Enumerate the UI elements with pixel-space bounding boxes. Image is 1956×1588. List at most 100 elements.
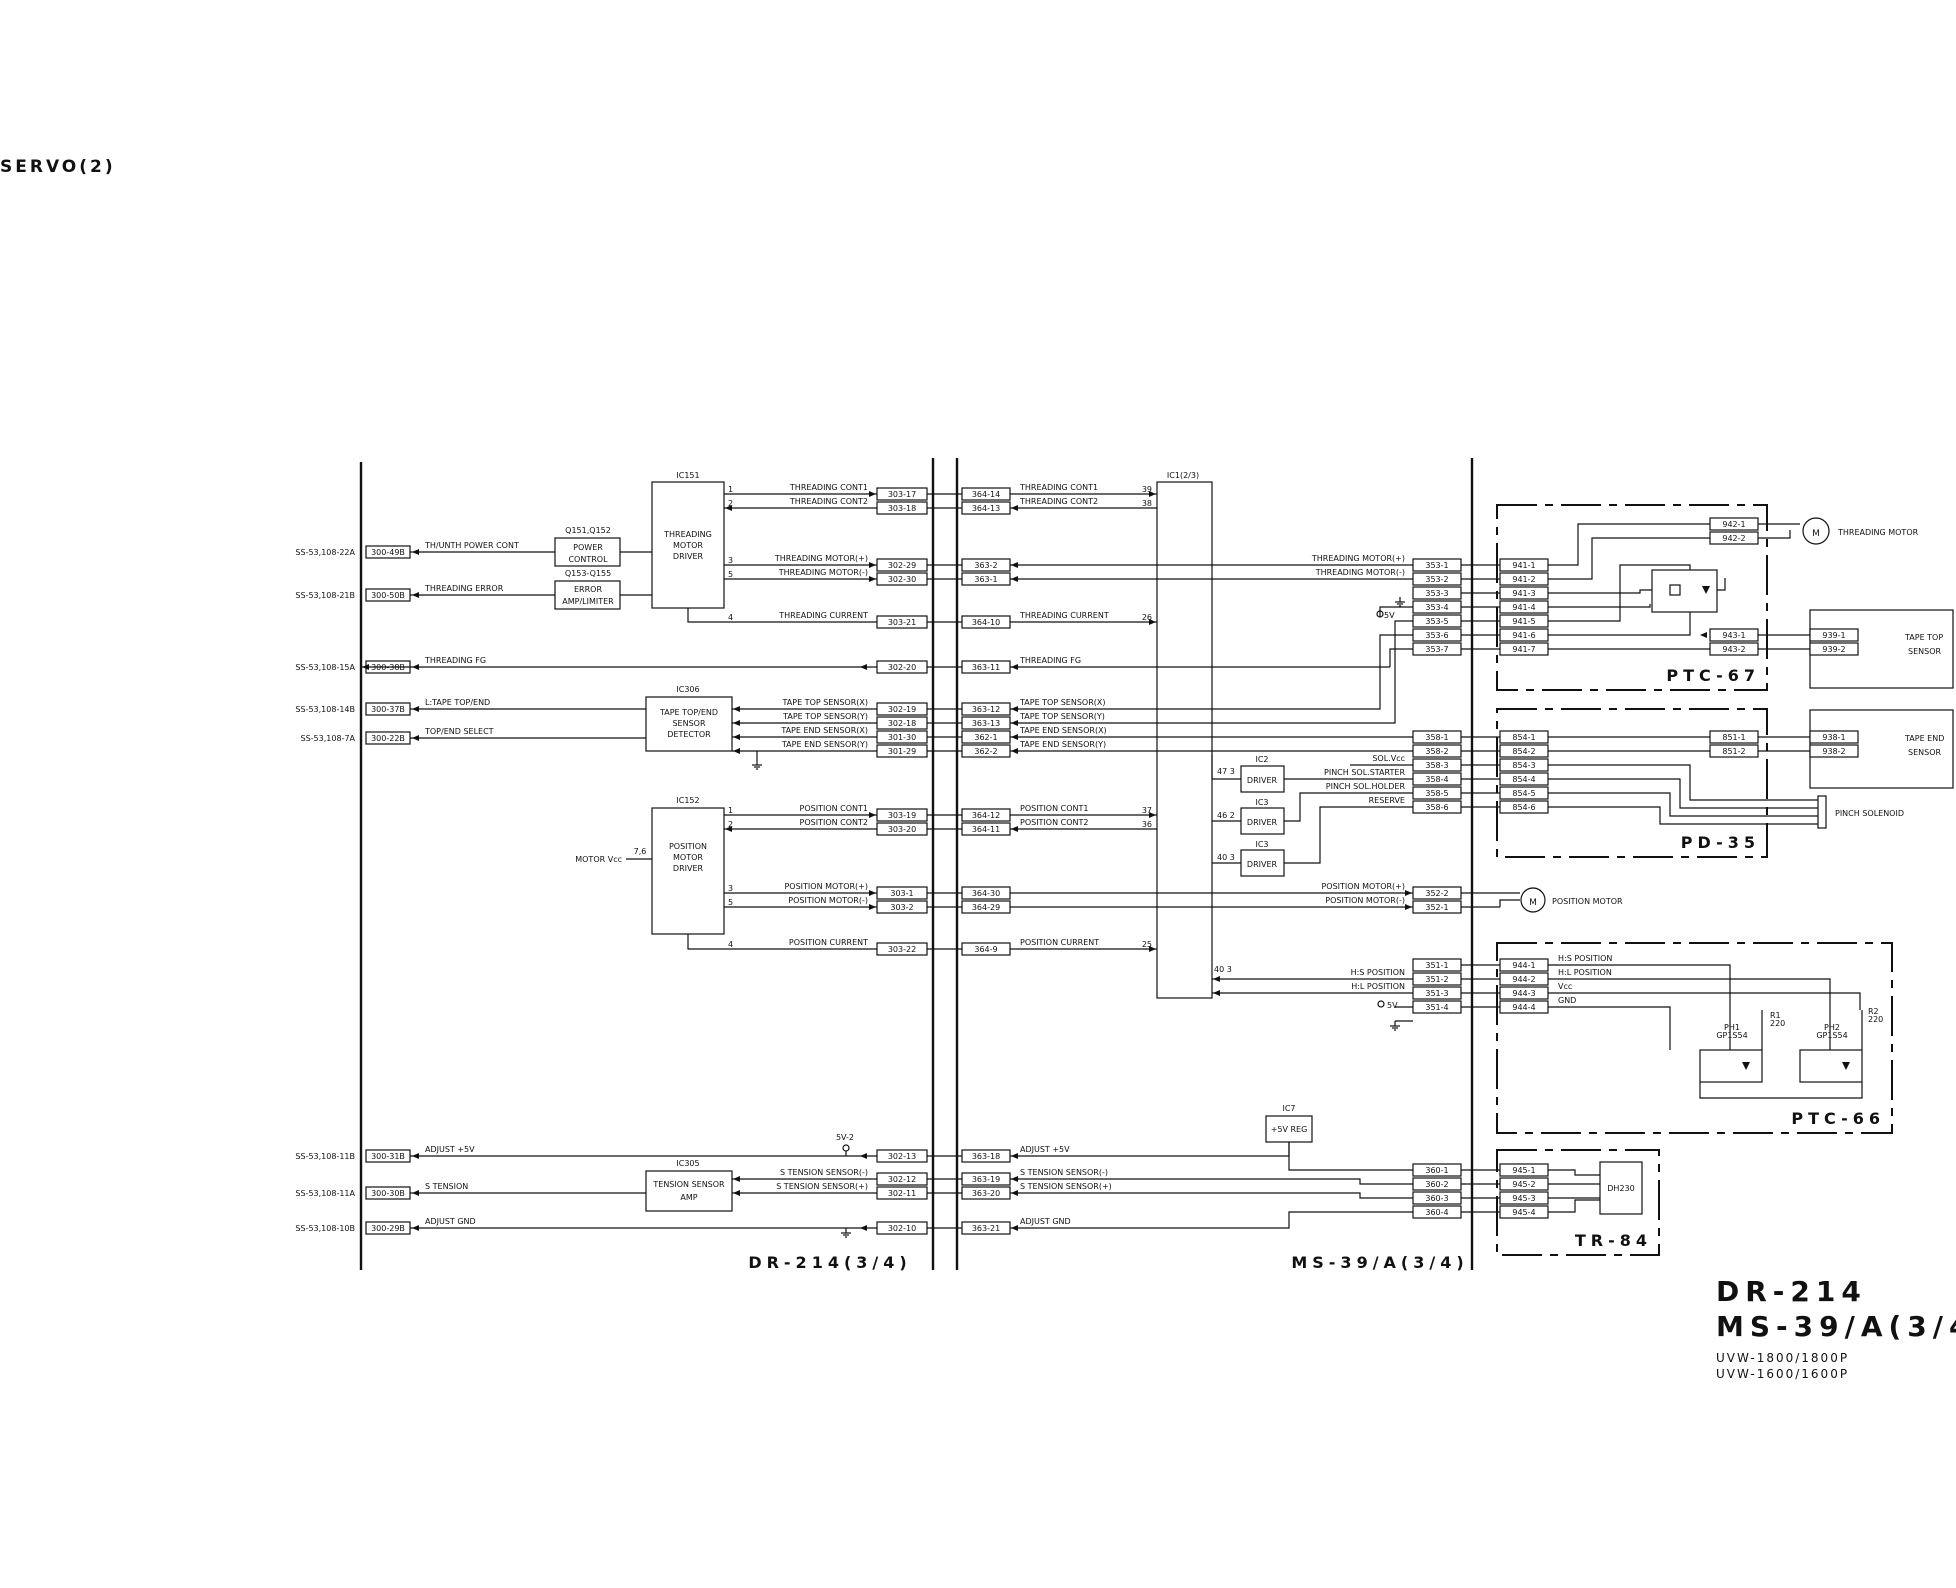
- tr84-label: TR-84: [1575, 1231, 1652, 1250]
- signal-label: POSITION CONT2: [800, 818, 868, 827]
- wire: [1284, 806, 1413, 864]
- conn-358-label: 358-4: [1425, 775, 1448, 784]
- arrow-right-icon: [869, 904, 876, 910]
- left-connector-label: 300-22B: [371, 734, 405, 743]
- q153-ref: Q153-Q155: [565, 569, 611, 578]
- signal-label: THREADING CURRENT: [1019, 611, 1109, 620]
- hs-label: H:S POSITION: [1558, 954, 1612, 963]
- signal-label: TAPE TOP SENSOR(X): [1019, 698, 1105, 707]
- arrow-left-icon: [1011, 1225, 1018, 1231]
- ic-pin-number: 3: [728, 884, 733, 893]
- ms-connector-label: 362-1: [974, 733, 997, 742]
- tape-end-label: SENSOR: [1908, 748, 1941, 757]
- ic3a-label: DRIVER: [1247, 818, 1278, 827]
- ms-connector-label: 364-10: [972, 618, 1000, 627]
- conn-353-label: 353-6: [1425, 631, 1448, 640]
- q151-ref: Q151,Q152: [565, 526, 611, 535]
- position-motor-label: POSITION MOTOR: [1552, 897, 1623, 906]
- led-icon: [1842, 1062, 1850, 1070]
- ic3b-pins: 40 3: [1217, 853, 1235, 862]
- arrow-left-icon: [860, 664, 867, 670]
- wire: [1010, 620, 1413, 724]
- conn-945-label: 945-2: [1512, 1180, 1535, 1189]
- ic-pin-number: 2: [728, 499, 733, 508]
- dr-connector-label: 302-13: [888, 1152, 916, 1161]
- footer-board-1: DR-214: [1716, 1275, 1867, 1308]
- arrow-left-icon: [1011, 734, 1018, 740]
- ms-connector-label: 364-30: [972, 889, 1000, 898]
- arrow-right-icon: [1149, 619, 1156, 625]
- q153-label: ERROR: [574, 585, 602, 594]
- ph1-part: GP1S54: [1716, 1031, 1747, 1040]
- ic151-label: MOTOR: [673, 541, 703, 550]
- arrow-right-icon: [1405, 890, 1412, 896]
- conn-358-label: 358-2: [1425, 747, 1448, 756]
- conn-358-label: 358-1: [1425, 733, 1448, 742]
- wire: [1010, 1142, 1290, 1157]
- ic1-ref: IC1(2/3): [1167, 471, 1199, 480]
- q151-box: [554, 537, 621, 567]
- arrow-left-icon: [1011, 1190, 1018, 1196]
- ic3a-pins: 46 2: [1217, 811, 1235, 820]
- signal-label: TAPE TOP SENSOR(Y): [782, 712, 868, 721]
- hl-position-label: H:L POSITION: [1351, 982, 1405, 991]
- wire: [1499, 899, 1520, 907]
- ic305-ref: IC305: [676, 1159, 699, 1168]
- ic1-pin: 40 3: [1214, 965, 1232, 974]
- signal-label: ADJUST +5V: [1020, 1145, 1070, 1154]
- position-motor-symbol: M: [1529, 898, 1537, 908]
- ms-connector-label: 364-13: [972, 504, 1000, 513]
- hl-label: H:L POSITION: [1558, 968, 1612, 977]
- ic-pin-number: 1: [728, 806, 733, 815]
- dr-connector-label: 303-19: [888, 811, 916, 820]
- ic3a-box: [1240, 807, 1285, 835]
- conn-945-label: 945-4: [1512, 1208, 1535, 1217]
- conn-358-label: 358-5: [1425, 789, 1448, 798]
- signal-label: THREADING MOTOR(+): [774, 554, 868, 563]
- arrow-right-icon: [869, 491, 876, 497]
- conn-944-label: 944-2: [1512, 975, 1535, 984]
- wire: [1548, 1169, 1600, 1176]
- arrow-right-icon: [1149, 812, 1156, 818]
- motor-vcc-label: MOTOR Vcc: [575, 855, 622, 864]
- arrow-left-icon: [1011, 706, 1018, 712]
- signal-label: S TENSION SENSOR(-): [1020, 1168, 1108, 1177]
- ic3b-label: DRIVER: [1247, 860, 1278, 869]
- dr-connector-label: 302-29: [888, 561, 916, 570]
- arrow-left-icon: [1213, 990, 1220, 996]
- ic-pin-number: 4: [728, 613, 733, 622]
- footer-board-2: MS-39/A(3/4): [1716, 1310, 1956, 1343]
- conn-854-label: 854-1: [1512, 733, 1535, 742]
- conn-941-label: 941-3: [1512, 589, 1535, 598]
- left-connector-label: 300-29B: [371, 1224, 405, 1233]
- conn-358-label: 358-6: [1425, 803, 1448, 812]
- position-motor-minus: POSITION MOTOR(-): [1325, 896, 1405, 905]
- ptc66-label: PTC-66: [1791, 1109, 1885, 1128]
- arrow-left-icon: [733, 734, 740, 740]
- ms-connector-label: 363-20: [972, 1189, 1000, 1198]
- r1-ref: R1: [1770, 1011, 1781, 1020]
- ms-connector-label: 363-18: [972, 1152, 1000, 1161]
- pd35-label: PD-35: [1681, 833, 1760, 852]
- signal-label: L:TAPE TOP/END: [425, 698, 490, 707]
- ss53-ref: SS-53,108-22A: [295, 548, 355, 557]
- conn-351-label: 351-1: [1425, 961, 1448, 970]
- wire: [1548, 612, 1691, 636]
- ms-connector-label: 364-11: [972, 825, 1000, 834]
- conn-939-label: 939-2: [1822, 645, 1845, 654]
- conn-353-label: 353-1: [1425, 561, 1448, 570]
- signal-label: S TENSION SENSOR(+): [1020, 1182, 1112, 1191]
- signal-label: S TENSION SENSOR(-): [780, 1168, 868, 1177]
- left-connector-label: 300-49B: [371, 548, 405, 557]
- threading-motor-plus: THREADING MOTOR(+): [1311, 554, 1405, 563]
- arrow-left-icon: [1011, 505, 1018, 511]
- ic151-label: THREADING: [663, 530, 712, 539]
- arrow-right-icon: [1405, 904, 1412, 910]
- dr-connector-label: 302-20: [888, 663, 916, 672]
- ic-pin-number: 4: [728, 940, 733, 949]
- dr-connector-label: 302-10: [888, 1224, 916, 1233]
- ic-pin-number: 5: [728, 570, 733, 579]
- conn-353-label: 353-4: [1425, 603, 1448, 612]
- arrow-left-icon: [1213, 976, 1220, 982]
- motor-vcc-pins: 7,6: [634, 847, 647, 856]
